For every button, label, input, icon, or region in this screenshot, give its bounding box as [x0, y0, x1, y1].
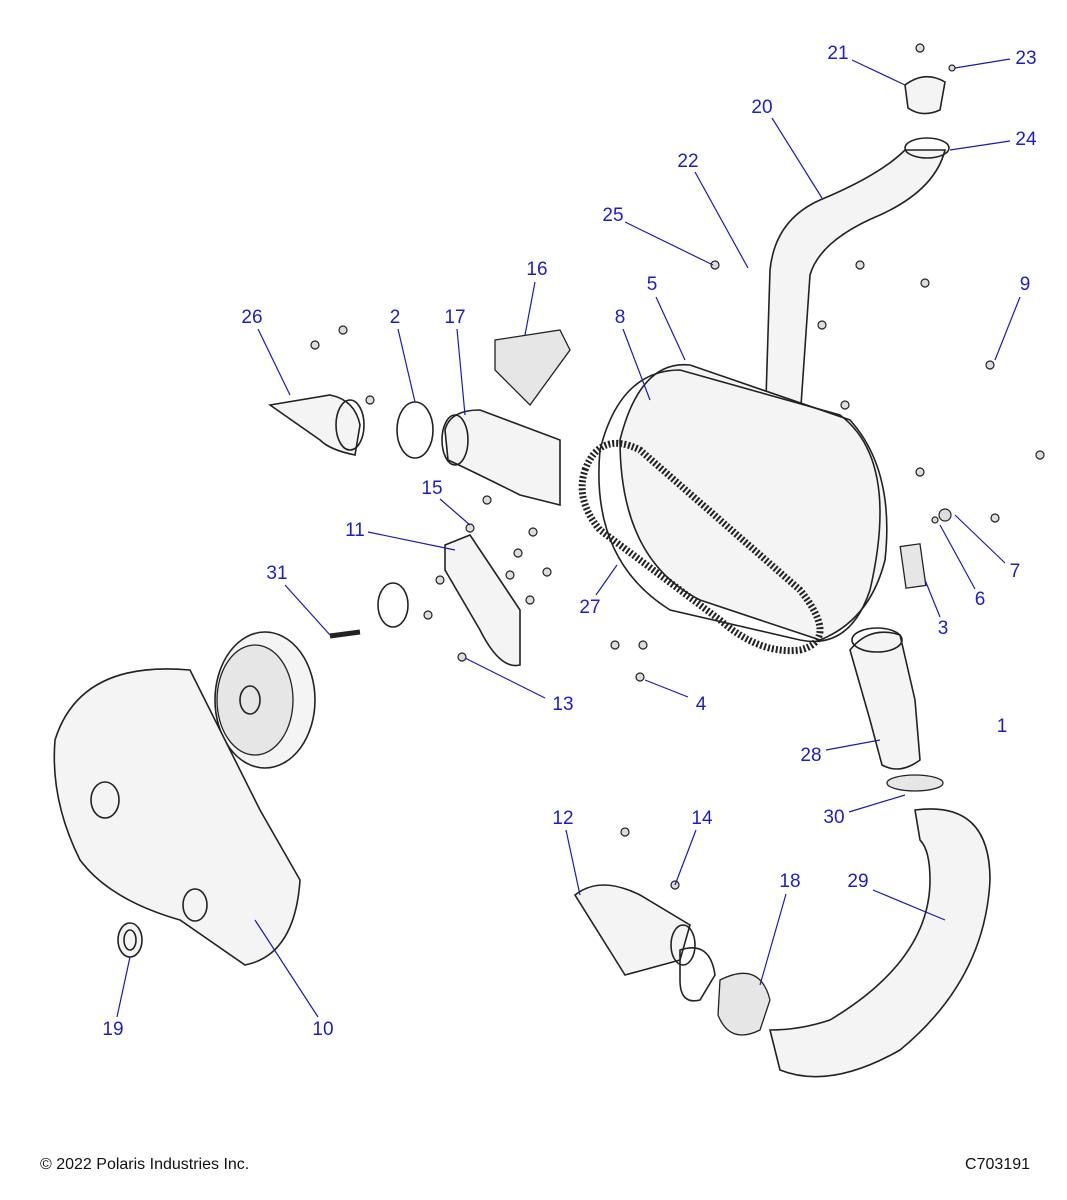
cap-21: [904, 75, 946, 115]
callout-6[interactable]: 6: [975, 589, 986, 610]
bracket-11: [444, 534, 521, 667]
callout-13[interactable]: 13: [552, 694, 573, 715]
callout-30[interactable]: 30: [823, 807, 844, 828]
callout-8[interactable]: 8: [615, 307, 626, 328]
callout-2[interactable]: 2: [390, 307, 401, 328]
callout-22[interactable]: 22: [677, 151, 698, 172]
callout-17[interactable]: 17: [444, 307, 465, 328]
callout-15[interactable]: 15: [421, 478, 442, 499]
callout-23[interactable]: 23: [1015, 48, 1036, 69]
callout-18[interactable]: 18: [779, 871, 800, 892]
duct-29: [768, 808, 991, 1078]
callout-9[interactable]: 9: [1020, 274, 1031, 295]
leader-lines: [116, 58, 1021, 1018]
label-3: [899, 543, 927, 589]
duct-20: [764, 137, 950, 432]
callout-5[interactable]: 5: [647, 274, 658, 295]
callout-12[interactable]: 12: [552, 808, 573, 829]
callout-1[interactable]: 1: [997, 716, 1008, 737]
clutch: [214, 631, 316, 769]
callout-28[interactable]: 28: [800, 745, 821, 766]
callout-24[interactable]: 24: [1015, 129, 1037, 150]
callout-7[interactable]: 7: [1010, 561, 1021, 582]
clamp: [377, 582, 409, 628]
seal-19: [117, 922, 143, 958]
clamp-2: [396, 401, 434, 459]
callout-4[interactable]: 4: [696, 694, 707, 715]
callout-3[interactable]: 3: [938, 618, 949, 639]
callout-16[interactable]: 16: [526, 259, 547, 280]
callout-26[interactable]: 26: [241, 307, 262, 328]
inner-cover-10: [53, 668, 301, 966]
coupler-18: [679, 947, 771, 1036]
callout-10[interactable]: 10: [312, 1019, 333, 1040]
callout-20[interactable]: 20: [751, 97, 772, 118]
callout-31[interactable]: 31: [266, 563, 287, 584]
bolt-31: [329, 629, 361, 639]
duct-28: [849, 627, 921, 770]
callout-19[interactable]: 19: [102, 1019, 123, 1040]
duct-17: [441, 409, 561, 507]
callout-25[interactable]: 25: [602, 205, 623, 226]
duct-12: [573, 884, 696, 976]
callouts: 1 2 3 4 5 6 7 8 9 10 11 12 13 14 15 16 1…: [102, 43, 1037, 1040]
callout-14[interactable]: 14: [691, 808, 713, 829]
drawing-number: C703191: [965, 1156, 1030, 1173]
callout-27[interactable]: 27: [579, 597, 600, 618]
belt-27: [578, 439, 824, 655]
ring-30: [886, 774, 944, 792]
copyright-text: © 2022 Polaris Industries Inc.: [40, 1156, 250, 1173]
outer-cover-5: [598, 363, 888, 643]
fasteners: [310, 43, 1045, 890]
callout-29[interactable]: 29: [847, 871, 868, 892]
filter-16: [494, 329, 571, 406]
callout-21[interactable]: 21: [827, 43, 848, 64]
duct-26: [267, 394, 365, 456]
callout-11[interactable]: 11: [345, 520, 365, 541]
